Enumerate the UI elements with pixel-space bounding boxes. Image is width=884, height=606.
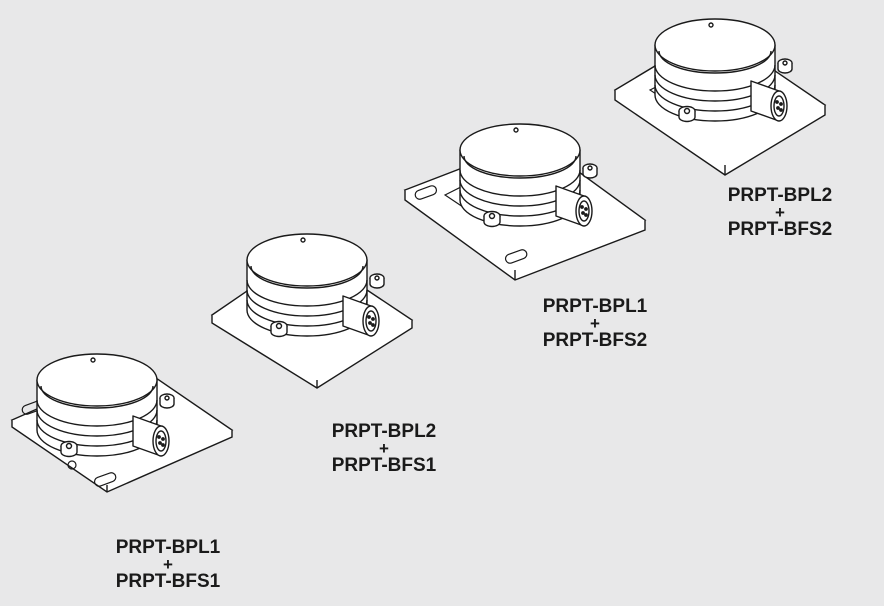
assembly-2-plus: + [379,439,389,458]
assembly-2-drawing [210,233,414,389]
assembly-2-top: PRPT-BPL2 [331,421,437,442]
assembly-1-plus: + [163,555,173,574]
assembly-3-bottom: PRPT-BFS2 [542,330,648,351]
assembly-3-drawing [403,123,647,281]
assembly-1-top: PRPT-BPL1 [115,537,221,558]
assembly-3-label: PRPT-BPL1 + PRPT-BFS2 [495,297,695,350]
assembly-4-drawing [613,18,827,176]
assembly-4-label: PRPT-BPL2 + PRPT-BFS2 [680,186,880,239]
assembly-1-bottom: PRPT-BFS1 [115,571,221,592]
assembly-2-label: PRPT-BPL2 + PRPT-BFS1 [284,422,484,475]
assembly-3-top: PRPT-BPL1 [542,296,648,317]
assembly-4-plus: + [775,203,785,222]
assembly-1-label: PRPT-BPL1 + PRPT-BFS1 [68,538,268,591]
assembly-1-drawing [10,353,234,493]
assembly-4-top: PRPT-BPL2 [727,185,833,206]
assembly-2-bottom: PRPT-BFS1 [331,455,437,476]
assembly-3-plus: + [590,314,600,333]
assembly-4-bottom: PRPT-BFS2 [727,219,833,240]
